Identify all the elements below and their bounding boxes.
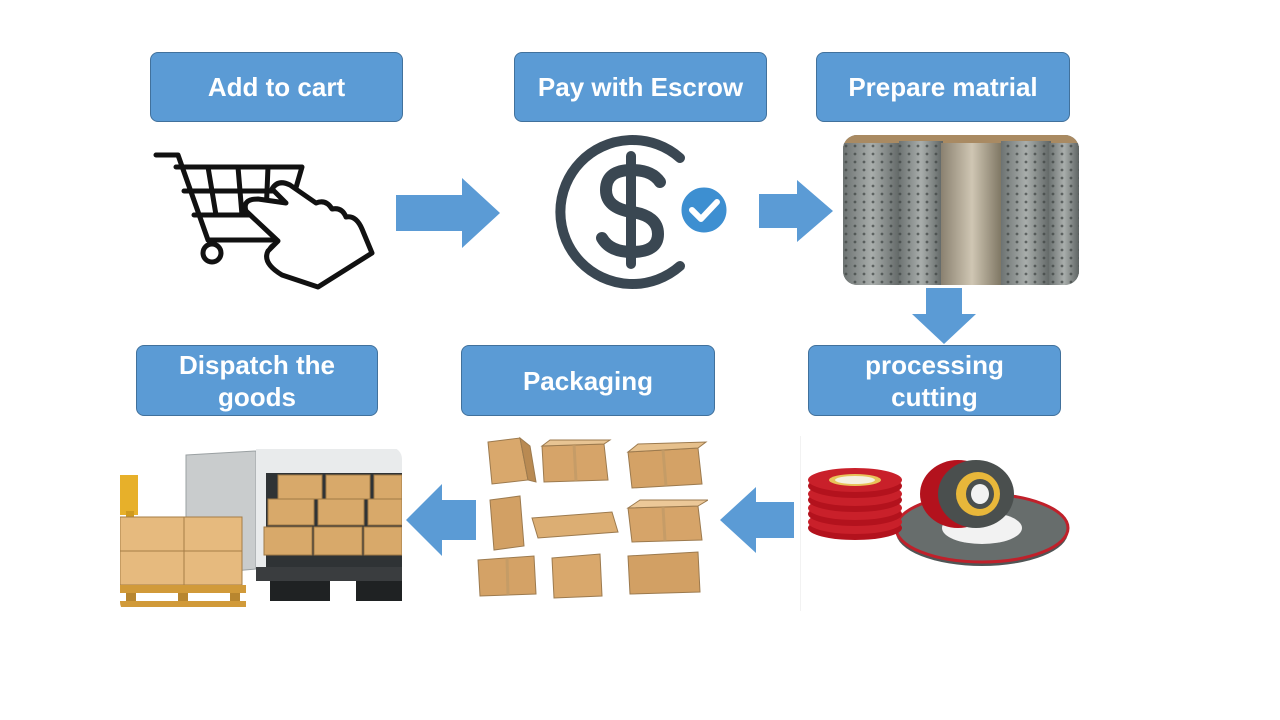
step-dispatch: Dispatch the goods — [136, 345, 378, 416]
step-prepare-material: Prepare matrial — [816, 52, 1070, 122]
material-rolls-image — [843, 135, 1079, 285]
checkmark-badge-icon — [676, 182, 732, 238]
step-processing-cutting: processing cutting — [808, 345, 1061, 416]
hand-icon — [242, 180, 375, 290]
arrow-right-icon — [759, 180, 833, 242]
tape-rolls-image — [800, 436, 1080, 611]
cardboard-boxes-image — [472, 436, 708, 602]
step-add-to-cart: Add to cart — [150, 52, 403, 122]
arrow-down-icon — [912, 288, 976, 344]
escrow-dollar-icon — [548, 132, 738, 292]
step-pay-with-escrow: Pay with Escrow — [514, 52, 767, 122]
shopping-cart-icon — [150, 145, 380, 290]
arrow-right-icon — [396, 178, 500, 248]
step-packaging: Packaging — [461, 345, 715, 416]
arrow-left-icon — [406, 484, 476, 556]
delivery-truck-image — [120, 447, 402, 614]
arrow-left-icon — [720, 487, 794, 553]
